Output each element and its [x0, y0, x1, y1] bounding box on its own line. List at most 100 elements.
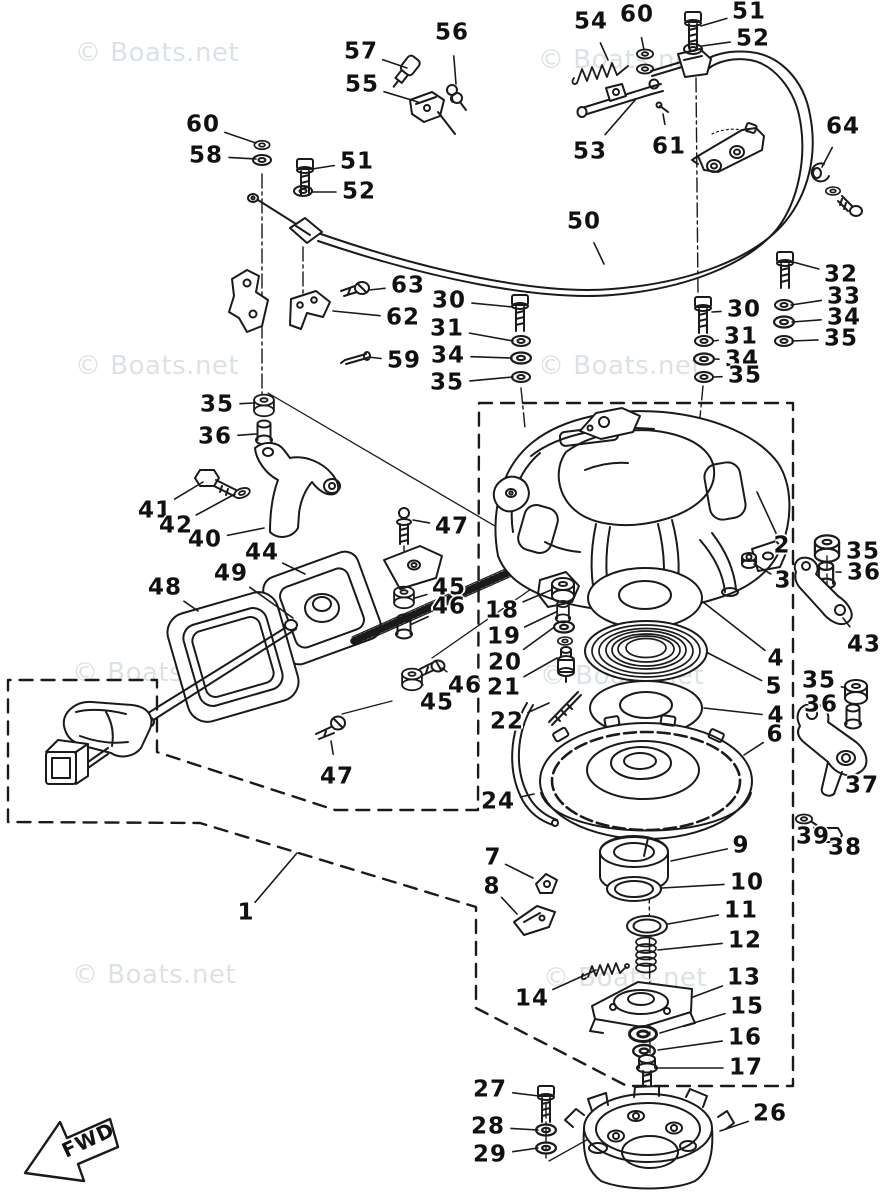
leader-line-2 — [756, 491, 777, 535]
callout-21: 21 — [486, 674, 522, 701]
callout-34: 34 — [724, 346, 760, 373]
part-7-pawl — [535, 873, 558, 894]
callout-63: 63 — [390, 272, 426, 299]
mount-45-b — [401, 667, 423, 692]
callout-33: 33 — [826, 283, 862, 310]
leader-lines — [173, 17, 851, 1153]
leader-line-26 — [719, 1120, 750, 1132]
part-2-housing — [492, 407, 791, 613]
callout-43: 43 — [846, 631, 882, 658]
leader-line-54 — [599, 42, 609, 61]
leader-line-46 — [441, 667, 448, 673]
callout-35: 35 — [823, 325, 859, 352]
washer-60-right-2 — [636, 63, 654, 75]
leader-line-61 — [662, 113, 666, 126]
callout-52: 52 — [341, 178, 377, 205]
leader-line-34 — [470, 355, 513, 359]
callout-36: 36 — [197, 423, 233, 450]
leader-line-27 — [511, 1092, 540, 1097]
callout-64: 64 — [825, 113, 861, 140]
callout-54: 54 — [573, 8, 609, 35]
callout-52: 52 — [735, 25, 771, 52]
leader-line-41 — [173, 481, 204, 500]
bolt-22 — [548, 646, 582, 726]
bolt-32 — [776, 251, 794, 289]
leader-line-13 — [692, 985, 724, 998]
callout-47: 47 — [434, 513, 470, 540]
part-61-pin — [655, 101, 669, 113]
callout-45: 45 — [419, 689, 455, 716]
leader-line-3 — [753, 563, 772, 575]
washer-34-left — [510, 351, 533, 365]
callout-41: 41 — [137, 497, 173, 524]
part-3-nut — [741, 552, 757, 569]
leader-line-64 — [821, 146, 834, 168]
leader-line-36 — [237, 433, 257, 437]
leader-line-62 — [332, 310, 381, 317]
callout-45: 45 — [431, 574, 467, 601]
leader-line-40 — [226, 527, 265, 537]
callout-60: 60 — [185, 111, 221, 138]
part-14-spring — [580, 962, 630, 981]
leader-line-53 — [604, 98, 637, 136]
callout-28: 28 — [470, 1113, 506, 1140]
washer-60-left — [253, 139, 271, 151]
callout-26: 26 — [752, 1100, 788, 1127]
bolt-47-b — [315, 715, 346, 740]
callout-27: 27 — [472, 1076, 508, 1103]
part-26-cup — [564, 1085, 735, 1190]
bolt-41 — [194, 469, 237, 497]
part-4-disc-upper — [587, 567, 703, 629]
part-44-bracket — [262, 545, 443, 666]
leader-line-11 — [667, 914, 720, 925]
callout-10: 10 — [729, 869, 765, 896]
part-62-bracket — [228, 269, 331, 333]
callout-30: 30 — [726, 296, 762, 323]
callout-47: 47 — [319, 763, 355, 790]
callout-48: 48 — [147, 574, 183, 601]
callout-38: 38 — [827, 834, 863, 861]
leader-line-49 — [249, 586, 294, 619]
leader-line-19 — [523, 611, 557, 628]
bolt-64 — [837, 195, 863, 217]
callout-36: 36 — [803, 691, 839, 718]
callout-9: 9 — [732, 832, 750, 859]
callout-46: 46 — [447, 672, 483, 699]
bolt-30-mid — [694, 296, 712, 334]
callout-62: 62 — [385, 304, 421, 331]
leader-line-8 — [500, 896, 518, 915]
callout-51: 51 — [339, 148, 375, 175]
leader-line-4 — [702, 601, 766, 652]
callout-3: 3 — [774, 567, 792, 594]
screw-46-b — [419, 659, 446, 676]
callout-56: 56 — [434, 19, 470, 46]
dashed-outline — [6, 401, 795, 1088]
leader-line-16 — [657, 1040, 724, 1051]
watermark: © Boats.net — [75, 38, 240, 68]
callout-34: 34 — [430, 342, 466, 369]
watermark: © Boats.net — [72, 960, 237, 990]
leader-line-31 — [468, 332, 514, 342]
washer-31-mid — [694, 335, 714, 347]
part-link-rod — [650, 61, 683, 77]
part-54-spring — [571, 62, 629, 85]
part-40-bracket — [254, 442, 341, 538]
washer-60-right — [636, 48, 654, 60]
part-55-bracket — [409, 91, 456, 135]
washer-34-mid — [692, 352, 716, 366]
callout-58: 58 — [188, 142, 224, 169]
watermark: © Boats.net — [538, 351, 703, 381]
leader-line-24 — [519, 793, 535, 798]
leader-line-60 — [640, 36, 645, 51]
callout-30: 30 — [431, 287, 467, 314]
callout-5: 5 — [765, 673, 783, 700]
leader-line-31 — [712, 339, 720, 342]
bolt-30-left — [511, 294, 529, 332]
callout-4: 4 — [767, 645, 785, 672]
part-59-screw — [340, 351, 371, 365]
leader-line-47 — [412, 519, 431, 524]
callout-51: 51 — [731, 0, 767, 25]
leader-line-5 — [707, 652, 763, 682]
leader-line-7 — [504, 863, 534, 879]
leader-line-20 — [522, 627, 554, 651]
